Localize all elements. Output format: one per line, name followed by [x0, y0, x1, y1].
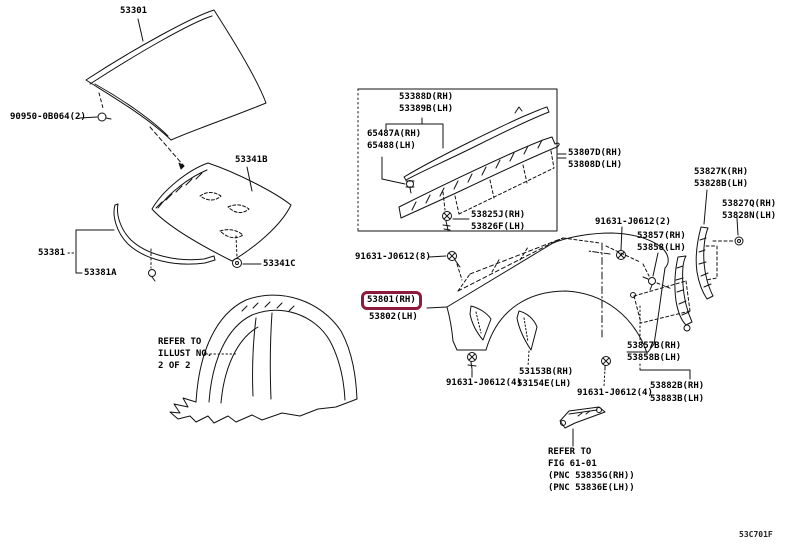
part-label-53857B[interactable]: 53857B(RH): [627, 341, 682, 351]
part-label-65488[interactable]: 65488(LH): [367, 141, 416, 151]
part-label-91631-j0612-8[interactable]: 91631-J0612(8): [355, 252, 431, 262]
part-label-53882B[interactable]: 53882B(RH): [650, 381, 705, 391]
fender-liner-drawing: [169, 294, 358, 424]
part-label-53828N[interactable]: 53828N(LH): [722, 211, 777, 221]
note-fig-line3: (PNC 53835G(RH)): [548, 471, 635, 481]
part-label-53154E[interactable]: 53154E(LH): [517, 379, 572, 389]
note-fig-line4: (PNC 53836E(LH)): [548, 483, 635, 493]
part-label-53883B[interactable]: 53883B(LH): [650, 394, 705, 404]
part-label-91631-j0612-4a[interactable]: 91631-J0612(4): [446, 378, 522, 388]
hood-insulator-drawing: [151, 162, 292, 262]
note-illust-line1: REFER TO: [158, 337, 202, 347]
part-label-53828B[interactable]: 53828B(LH): [694, 179, 749, 189]
part-label-65487A[interactable]: 65487A(RH): [367, 129, 422, 139]
hood-drawing: [79, 9, 267, 170]
part-label-53802[interactable]: 53802(LH): [369, 312, 418, 322]
part-label-53827Q[interactable]: 53827Q(RH): [722, 199, 777, 209]
note-illust-line3: 2 OF 2: [158, 361, 191, 371]
part-label-53858[interactable]: 53858(LH): [637, 243, 686, 253]
weatherstrip-drawing: [67, 203, 262, 282]
part-label-91631-j0612-2[interactable]: 91631-J0612(2): [595, 217, 671, 227]
part-label-90950[interactable]: 90950-0B064(2): [10, 112, 86, 122]
fender-brackets-drawing: [630, 189, 744, 380]
part-label-53388D[interactable]: 53388D(RH): [399, 92, 454, 102]
diagram-code: 53C701F: [739, 530, 773, 539]
part-label-53381A[interactable]: 53381A: [84, 268, 117, 278]
part-label-53341B[interactable]: 53341B: [235, 155, 268, 165]
note-fig-line2: FIG 61-01: [548, 459, 597, 469]
part-label-53825J[interactable]: 53825J(RH): [471, 210, 526, 220]
part-label-53808D[interactable]: 53808D(LH): [568, 160, 623, 170]
part-label-53827K[interactable]: 53827K(RH): [694, 167, 749, 177]
part-label-53381[interactable]: 53381: [38, 248, 66, 258]
selected-part-highlight[interactable]: 53801(RH): [361, 291, 422, 310]
note-fig-line1: REFER TO: [548, 447, 592, 457]
part-label-53801[interactable]: 53801(RH): [367, 295, 416, 305]
moulding-detail-box: [357, 88, 567, 232]
part-label-53858B[interactable]: 53858B(LH): [627, 353, 682, 363]
lower-brace-drawing: [559, 406, 606, 447]
part-label-53826F[interactable]: 53826F(LH): [471, 222, 526, 232]
part-label-53153B[interactable]: 53153B(RH): [519, 367, 574, 377]
part-label-53857[interactable]: 53857(RH): [637, 231, 686, 241]
part-label-53301[interactable]: 53301: [120, 6, 148, 16]
part-label-53807D[interactable]: 53807D(RH): [568, 148, 623, 158]
fender-drawing: [426, 226, 669, 387]
part-label-53389B[interactable]: 53389B(LH): [399, 104, 454, 114]
part-label-91631-j0612-4b[interactable]: 91631-J0612(4): [577, 388, 653, 398]
note-illust-line2: ILLUST NO.: [158, 349, 213, 359]
part-label-53341C[interactable]: 53341C: [263, 259, 296, 269]
